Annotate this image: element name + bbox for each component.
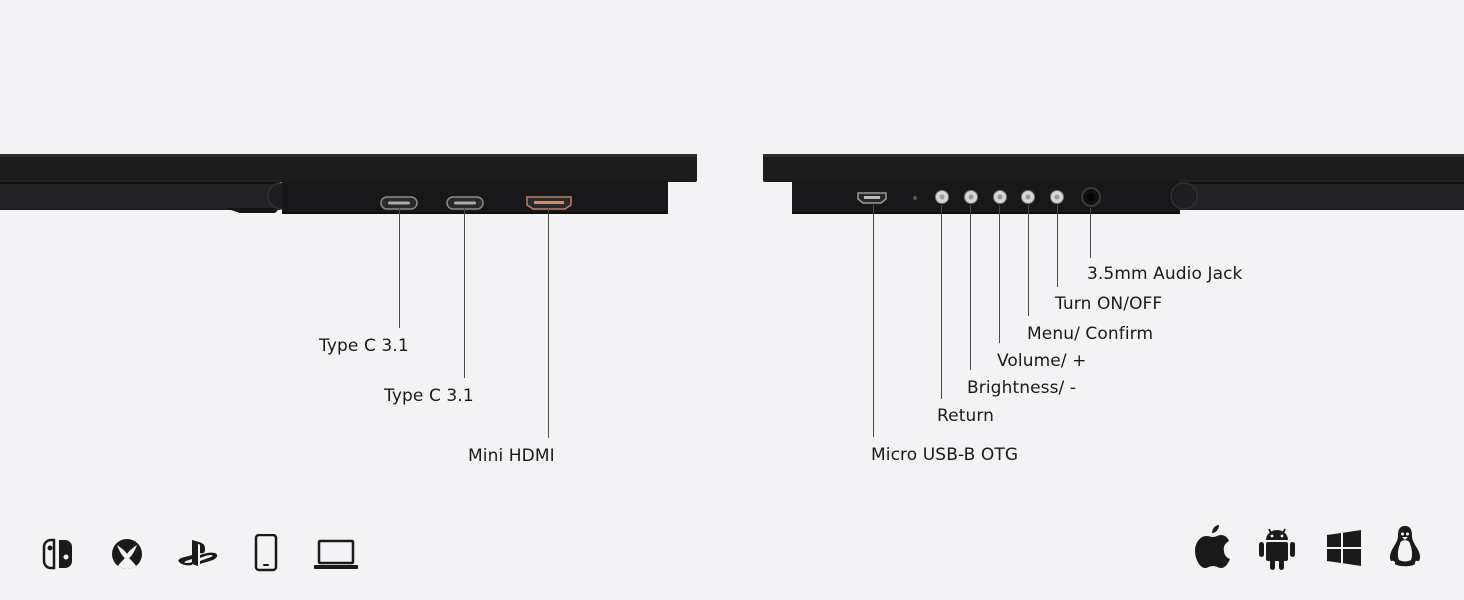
brightness-leader-line xyxy=(970,205,971,370)
windows-icon xyxy=(1327,530,1361,566)
left-type-c-port-1 xyxy=(380,196,418,210)
left-monitor-edge xyxy=(0,154,697,214)
type-c-1-leader-line xyxy=(399,208,400,328)
volume-leader-line xyxy=(999,205,1000,343)
return-label: Return xyxy=(937,406,995,426)
linux-icon xyxy=(1389,526,1421,567)
audio-jack-port xyxy=(1081,187,1101,207)
power-leader-line xyxy=(1057,205,1058,287)
micro-usb-leader-line xyxy=(873,205,874,437)
power-button xyxy=(1050,190,1064,204)
type-c-1-label: Type C 3.1 xyxy=(319,336,409,356)
brightness-button xyxy=(964,190,978,204)
type-c-2-leader-line xyxy=(464,208,465,378)
volume-label: Volume/ + xyxy=(997,351,1087,371)
menu-label: Menu/ Confirm xyxy=(1027,324,1154,344)
right-monitor-edge xyxy=(763,154,1464,214)
android-icon xyxy=(1259,528,1295,570)
playstation-icon xyxy=(178,540,218,566)
micro-usb-label: Micro USB-B OTG xyxy=(871,445,1019,465)
left-mini-hdmi-port xyxy=(526,196,572,210)
menu-leader-line xyxy=(1028,205,1029,316)
return-button xyxy=(935,190,949,204)
audio-jack-label: 3.5mm Audio Jack xyxy=(1087,264,1243,284)
type-c-2-label: Type C 3.1 xyxy=(384,386,474,406)
menu-button xyxy=(1021,190,1035,204)
nintendo-switch-icon xyxy=(42,538,72,570)
audio-jack-leader-line xyxy=(1090,208,1091,258)
brightness-label: Brightness/ - xyxy=(967,378,1077,398)
power-label: Turn ON/OFF xyxy=(1055,294,1163,314)
return-leader-line xyxy=(941,205,942,399)
xbox-icon xyxy=(112,539,142,569)
volume-button xyxy=(993,190,1007,204)
laptop-icon xyxy=(314,539,358,569)
mini-hdmi-label: Mini HDMI xyxy=(468,446,555,466)
micro-usb-port xyxy=(857,192,887,204)
mini-hdmi-leader-line xyxy=(548,208,549,438)
apple-icon xyxy=(1195,525,1230,568)
left-type-c-port-2 xyxy=(446,196,484,210)
smartphone-icon xyxy=(254,534,278,572)
